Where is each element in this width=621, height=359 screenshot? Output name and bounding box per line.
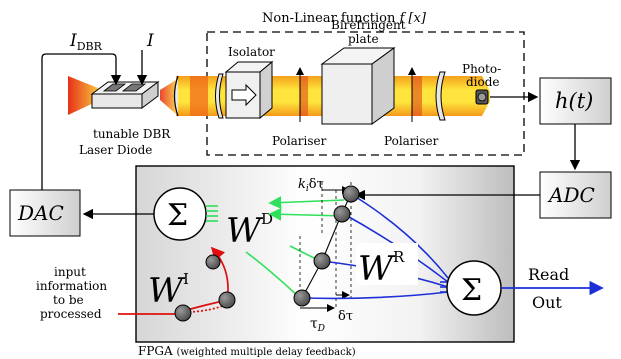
birefringent-label-line2: plate: [348, 32, 379, 46]
laser-back-emission: [68, 76, 98, 115]
input-label-line4: processed: [40, 307, 102, 321]
nonlinear-function-box: [206, 31, 525, 156]
beam-band: [412, 76, 422, 116]
h-filter-label: h(t): [555, 89, 593, 113]
polariser-1-label: Polariser: [272, 134, 327, 148]
sum-node-readout-symbol: Σ: [461, 273, 482, 308]
photodiode-label-line2: diode: [466, 75, 500, 89]
input-label-line1: input: [54, 265, 86, 279]
tau-d-label: τD: [310, 316, 325, 334]
fpga-label: FPGA (weighted multiple delay feedback): [138, 344, 356, 358]
w-i-label: WI: [148, 270, 189, 311]
neuron-node: [174, 304, 192, 322]
virtual-neurons: [174, 185, 360, 322]
neuron-node: [313, 252, 331, 270]
neuron-node: [333, 205, 351, 223]
beam-band: [190, 76, 208, 116]
i-label: I: [146, 31, 154, 51]
i-dbr-wire: [41, 53, 122, 192]
i-dbr-label: IDBR: [69, 31, 103, 53]
dtau-label: δτ: [338, 309, 353, 324]
input-label-line2: information: [36, 279, 107, 293]
sum-feedback-inputs: [206, 205, 218, 222]
w-r-label: WR: [358, 248, 405, 289]
polariser-2-label: Polariser: [384, 134, 439, 148]
adc-block: [539, 171, 612, 219]
adc-label: ADC: [547, 183, 595, 207]
laser-caption-line2: Laser Diode: [79, 143, 152, 157]
dac-label: DAC: [17, 201, 64, 225]
readout-label-line1: Read: [528, 265, 569, 284]
dac-block: [9, 189, 81, 237]
h-filter-block: [539, 77, 612, 125]
input-label-line3: to be: [53, 293, 84, 307]
input-lens: [215, 73, 224, 119]
collimating-lens: [173, 75, 179, 117]
readout-label-line2: Out: [532, 293, 562, 312]
beam-band: [300, 76, 308, 116]
photodiode-label-line1: Photo-: [462, 62, 501, 76]
nonlinear-function-title: Non-Linear function f [x]: [262, 11, 427, 26]
isolator: [224, 60, 274, 120]
photodiode: [475, 89, 489, 105]
laser-output-lens: [160, 80, 176, 114]
w-d-label: WD: [226, 210, 273, 251]
birefringent-plate: [320, 47, 396, 125]
w-r-backdrop: [356, 243, 418, 285]
output-lens: [435, 71, 446, 121]
neuron-node: [293, 289, 311, 307]
birefringent-label-line1: Birefringent: [331, 18, 406, 32]
tunable-dbr-laser-diode: [90, 81, 160, 109]
sum-node-feedback-symbol: Σ: [167, 198, 188, 233]
neuron-node: [218, 291, 236, 309]
ki-dtau-label: kiδτ: [298, 177, 324, 194]
isolator-label: Isolator: [228, 45, 275, 59]
neuron-node: [342, 185, 360, 203]
neuron-node: [205, 254, 221, 270]
laser-caption-line1: tunable DBR: [93, 127, 171, 141]
